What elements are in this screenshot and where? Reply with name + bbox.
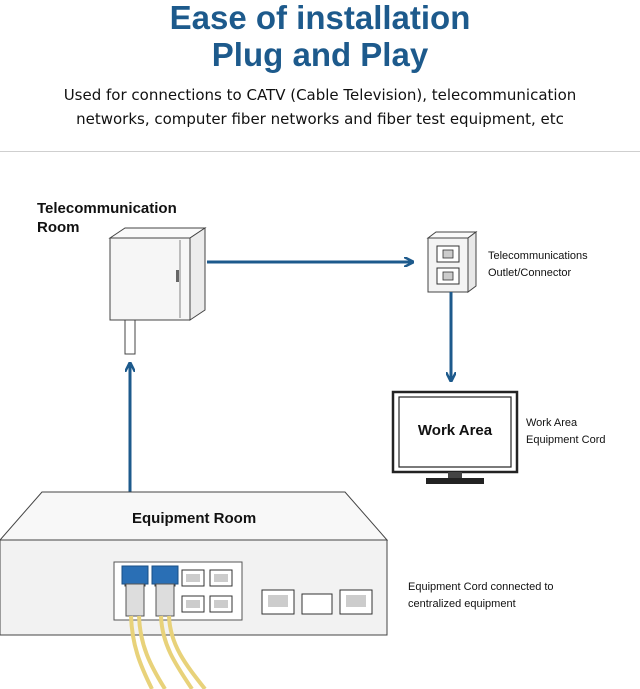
equipment-cord-caption-line1: Equipment Cord connected to bbox=[408, 581, 554, 593]
outlet-caption: Telecommunications Outlet/Connector bbox=[488, 248, 588, 282]
outlet-caption-line1: Telecommunications bbox=[488, 250, 588, 262]
page-subtitle-title: Plug and Play bbox=[211, 36, 429, 73]
equipment-cord-caption-line2: centralized equipment bbox=[408, 598, 516, 610]
equipment-room-label: Equipment Room bbox=[132, 510, 257, 527]
telecom-room-label-line1: Telecommunication bbox=[37, 200, 177, 217]
monitor-icon bbox=[391, 390, 519, 484]
divider bbox=[0, 151, 640, 152]
work-area-caption-line2: Equipment Cord bbox=[526, 434, 606, 446]
equipment-cord-caption: Equipment Cord connected to centralized … bbox=[408, 579, 554, 613]
work-area-caption-line1: Work Area bbox=[526, 417, 578, 429]
work-area-caption: Work Area Equipment Cord bbox=[526, 415, 606, 449]
description-line-2: networks, computer fiber networks and fi… bbox=[76, 110, 564, 128]
telecom-room-label-line2: Room bbox=[37, 219, 80, 236]
monitor-screen-text: Work Area bbox=[417, 422, 493, 439]
telecom-room-label: Telecommunication Room bbox=[37, 199, 177, 237]
wall-outlet-icon bbox=[426, 231, 478, 293]
description-line-1: Used for connections to CATV (Cable Tele… bbox=[63, 86, 577, 104]
page-title: Ease of installation bbox=[169, 0, 471, 36]
equipment-switch-icon bbox=[0, 491, 389, 689]
outlet-caption-line2: Outlet/Connector bbox=[488, 267, 572, 279]
telecom-cabinet-icon bbox=[108, 227, 207, 355]
